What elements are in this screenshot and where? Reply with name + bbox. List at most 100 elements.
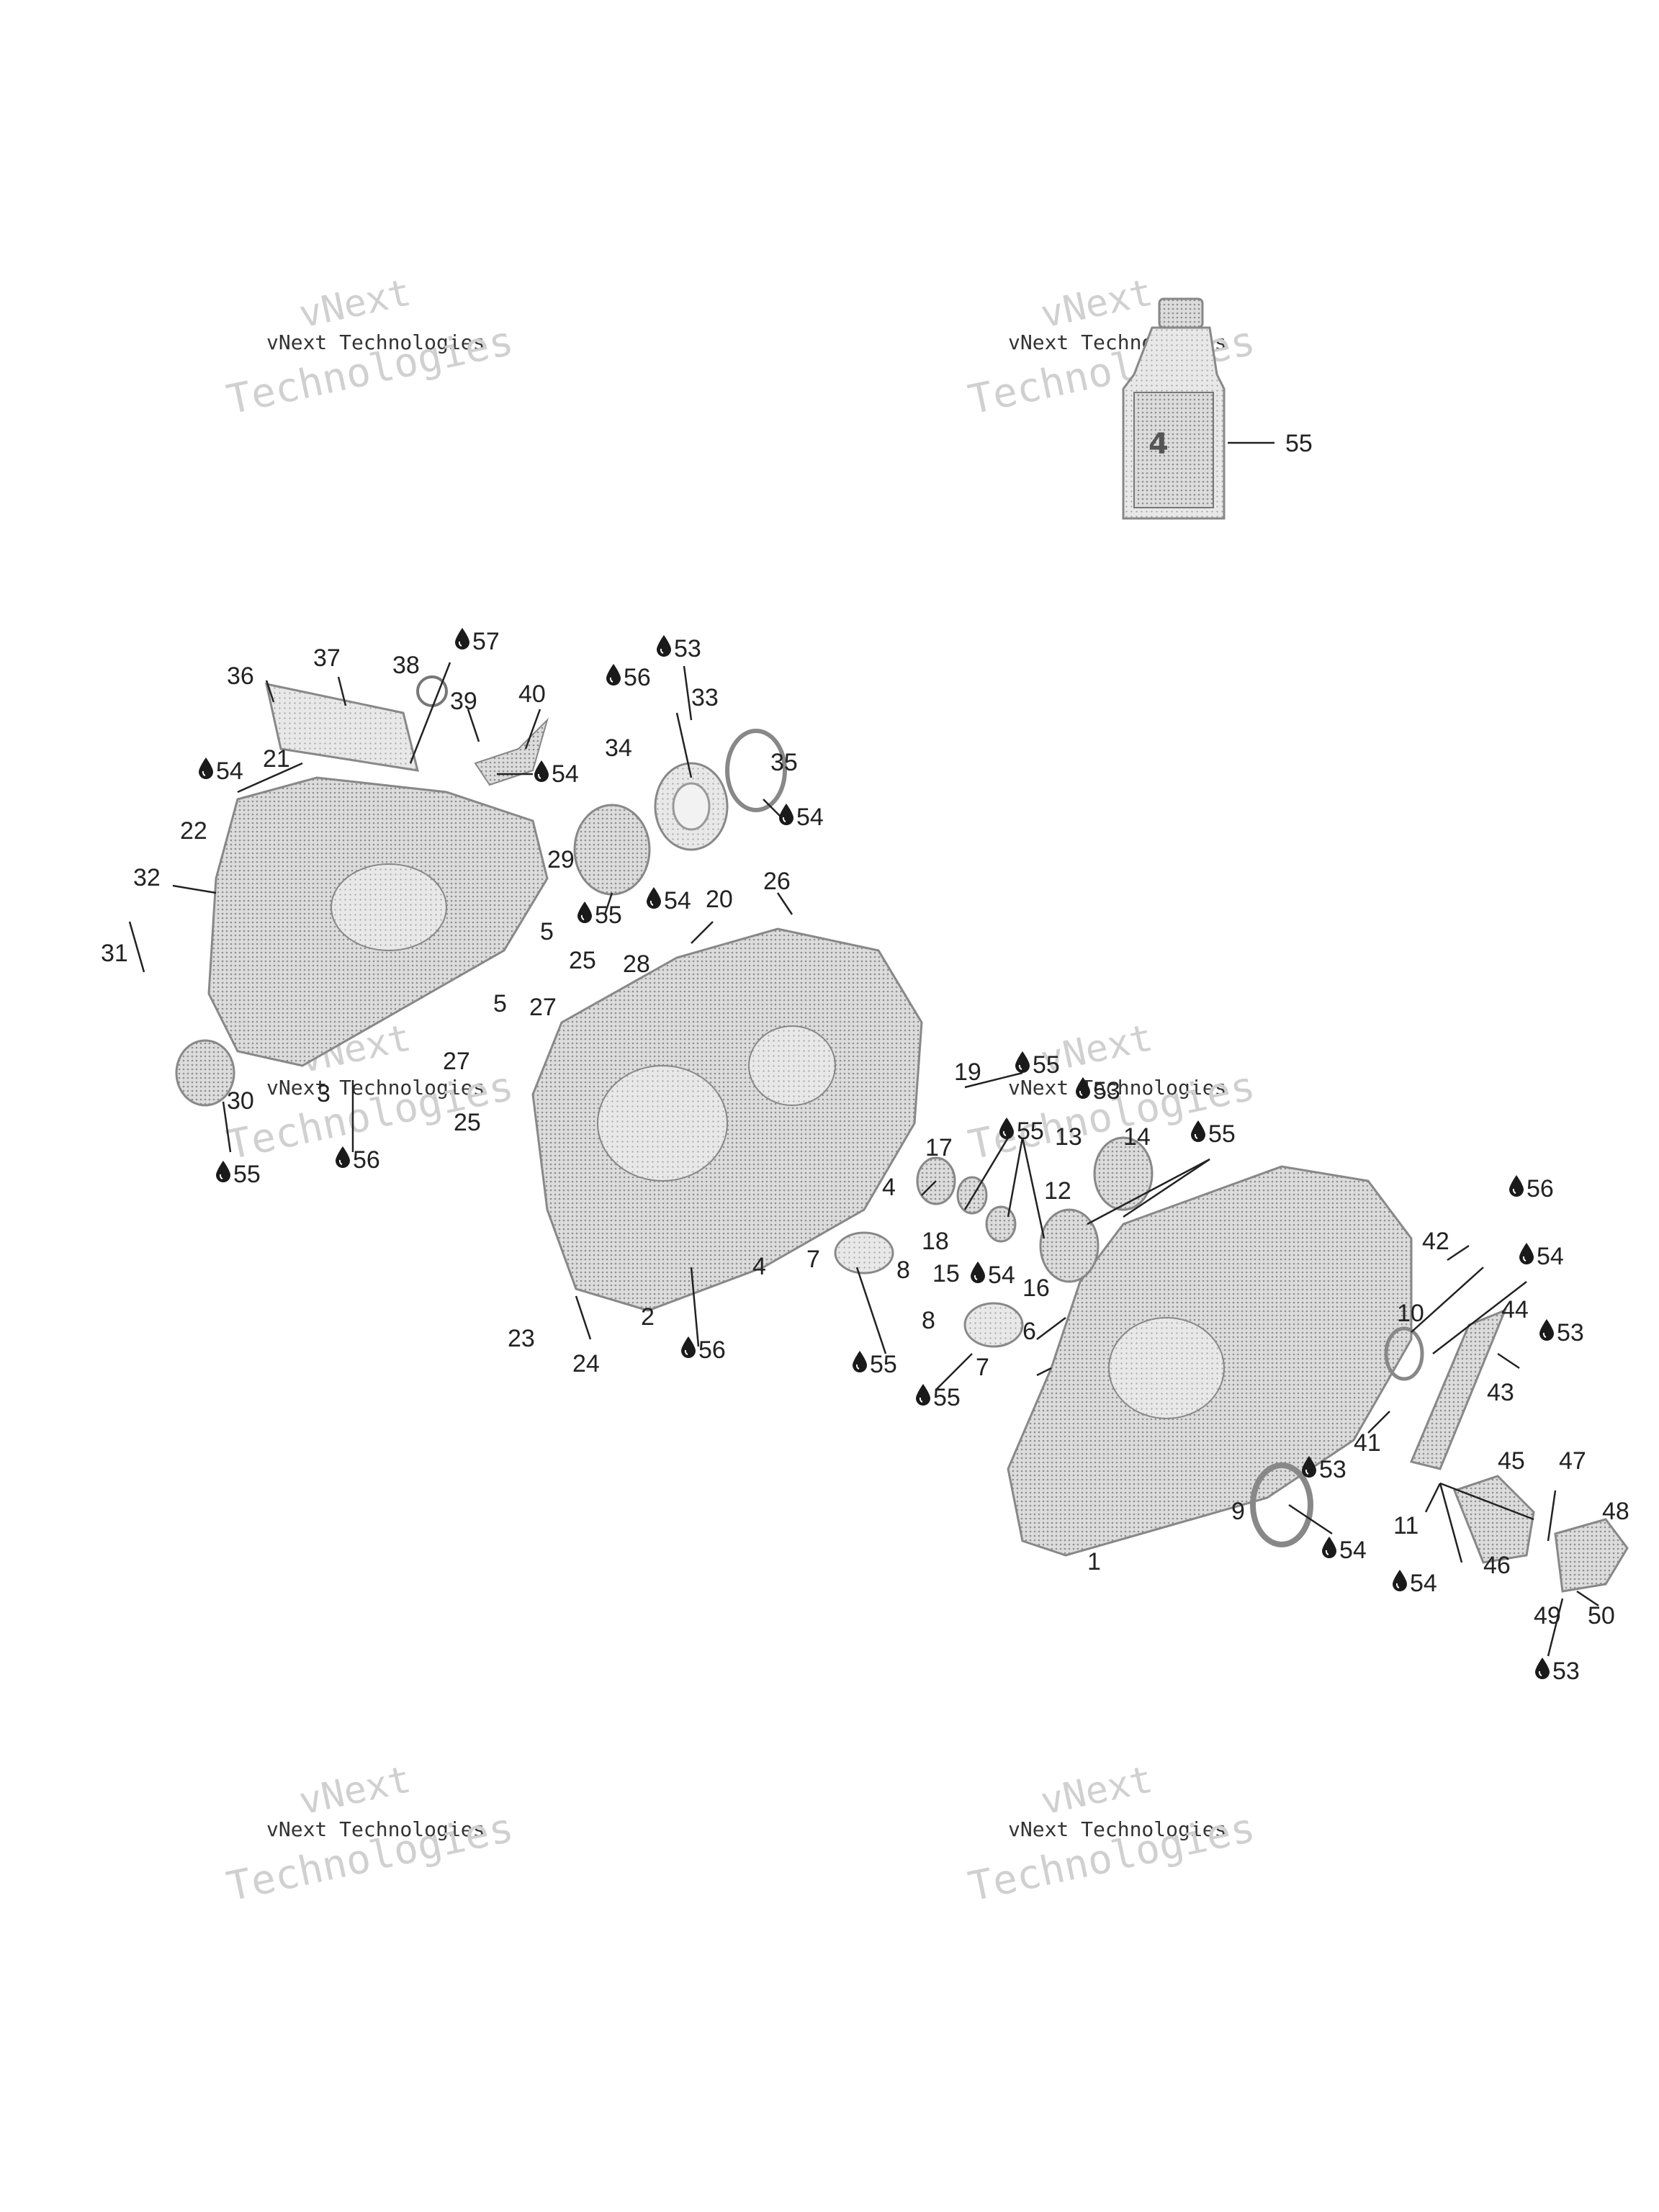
bracket xyxy=(474,717,549,786)
lube-mark-56: 56 xyxy=(1509,1175,1554,1202)
lube-mark-number: 53 xyxy=(1557,1319,1584,1346)
callout-25a: 25 xyxy=(569,947,596,974)
callout-5a: 5 xyxy=(540,918,554,945)
ring-34-hole xyxy=(672,782,711,831)
callout-33: 33 xyxy=(691,684,719,711)
watermark-text-b: vNext Technologies xyxy=(1008,1076,1226,1100)
callout-50: 50 xyxy=(1588,1602,1615,1629)
lube-mark-54: 54 xyxy=(971,1262,1015,1289)
watermark-text-b: vNext Technologies xyxy=(266,331,485,354)
lube-mark-number: 55 xyxy=(1033,1051,1060,1079)
lube-mark-55: 55 xyxy=(853,1351,897,1378)
callouts: 1 2 3 4 4 5 5 6 7 7 8 8 9 10 11 12 13 14… xyxy=(101,644,1629,1629)
callout-32: 32 xyxy=(133,864,161,891)
bearing-8 xyxy=(963,1302,1024,1348)
housing-48 xyxy=(1554,1518,1629,1593)
lube-mark-number: 53 xyxy=(674,635,701,662)
lube-mark-number: 53 xyxy=(1093,1077,1120,1105)
drop-icon xyxy=(534,760,549,782)
bearing-12 xyxy=(1039,1208,1100,1283)
callout-8a: 8 xyxy=(896,1256,910,1284)
watermark-text-a: vNext xyxy=(295,271,415,336)
drop-icon xyxy=(216,1161,230,1182)
lube-mark-number: 55 xyxy=(1017,1118,1044,1145)
lube-mark-number: 54 xyxy=(664,887,691,914)
lube-mark-number: 56 xyxy=(1527,1175,1554,1202)
lube-mark-number: 55 xyxy=(233,1161,261,1188)
drop-icon xyxy=(577,902,592,923)
lube-marks: 57 53 56 54 54 54 55 54 xyxy=(199,628,1584,1685)
lube-mark-55: 55 xyxy=(999,1118,1044,1145)
callout-30: 30 xyxy=(227,1087,254,1115)
drop-icon xyxy=(1191,1120,1205,1142)
callout-44: 44 xyxy=(1501,1296,1529,1323)
callout-20: 20 xyxy=(706,886,733,913)
lube-mark-54: 54 xyxy=(534,760,579,788)
lube-mark-56: 56 xyxy=(681,1336,726,1364)
drop-icon xyxy=(1539,1319,1554,1341)
watermark-text-b: vNext Technologies xyxy=(266,1076,485,1100)
callout-24: 24 xyxy=(572,1350,600,1377)
callout-23: 23 xyxy=(508,1325,535,1352)
drop-icon xyxy=(681,1336,696,1358)
callout-34: 34 xyxy=(605,734,632,762)
drop-icon xyxy=(199,757,213,779)
drop-icon xyxy=(1535,1658,1550,1679)
oil-bottle-label-digit: 4 xyxy=(1148,428,1169,461)
callout-27b: 27 xyxy=(443,1048,470,1075)
callout-27a: 27 xyxy=(529,994,557,1021)
drop-icon xyxy=(657,635,671,657)
callout-36: 36 xyxy=(227,662,254,690)
watermark-top-left: vNext vNext Technologies Technologies xyxy=(222,271,517,423)
watermark-text-a: vNext xyxy=(295,1758,415,1823)
callout-12: 12 xyxy=(1044,1177,1071,1205)
drop-icon xyxy=(455,628,469,649)
callout-28: 28 xyxy=(623,950,650,978)
seal-9 xyxy=(1250,1462,1313,1547)
lube-mark-56: 56 xyxy=(336,1146,380,1174)
seal-35 xyxy=(725,729,787,812)
seal-30 xyxy=(175,1039,235,1107)
drop-icon xyxy=(1322,1537,1336,1558)
drop-icon xyxy=(647,887,661,909)
callout-21: 21 xyxy=(263,745,290,773)
drop-icon xyxy=(1393,1570,1407,1591)
drop-icon xyxy=(1509,1175,1524,1197)
o-ring xyxy=(416,675,448,707)
lube-mark-54: 54 xyxy=(1393,1570,1437,1597)
leader-lines xyxy=(128,662,1599,1657)
watermark-text-a: vNext xyxy=(1037,1758,1156,1823)
callout-19: 19 xyxy=(954,1058,981,1086)
callout-3: 3 xyxy=(317,1080,331,1107)
shaft-44 xyxy=(1409,1308,1507,1470)
callout-6: 6 xyxy=(1022,1318,1036,1345)
lube-mark-53: 53 xyxy=(1539,1319,1584,1346)
callout-35: 35 xyxy=(770,749,798,776)
lube-mark-55: 55 xyxy=(1015,1051,1060,1079)
drop-icon xyxy=(916,1384,930,1406)
callout-17: 17 xyxy=(925,1134,953,1161)
callout-11: 11 xyxy=(1393,1512,1419,1539)
callout-26: 26 xyxy=(763,868,791,895)
callout-48: 48 xyxy=(1602,1498,1629,1525)
watermark-text-a: vNext xyxy=(1037,271,1156,336)
lube-mark-number: 55 xyxy=(595,902,622,929)
lube-mark-number: 54 xyxy=(1410,1570,1437,1597)
lube-mark-number: 54 xyxy=(1339,1537,1367,1564)
lube-mark-number: 54 xyxy=(988,1262,1015,1289)
lube-mark-53: 53 xyxy=(657,635,701,662)
callout-45: 45 xyxy=(1498,1447,1525,1475)
callout-4b: 4 xyxy=(882,1174,896,1201)
watermark-text-b: vNext Technologies xyxy=(1008,1817,1226,1841)
watermark-bottom-left: vNext vNext Technologies Technologies xyxy=(222,1758,517,1910)
center-crankcase xyxy=(531,927,923,1312)
lube-mark-number: 54 xyxy=(216,757,243,785)
lube-mark-number: 56 xyxy=(353,1146,380,1174)
callout-25b: 25 xyxy=(454,1109,481,1136)
gear-45 xyxy=(1453,1475,1535,1564)
lube-mark-number: 54 xyxy=(796,804,824,831)
callout-8b: 8 xyxy=(922,1307,935,1334)
callout-42: 42 xyxy=(1422,1228,1449,1255)
lube-mark-56: 56 xyxy=(606,664,651,691)
seal-10 xyxy=(1384,1326,1424,1381)
